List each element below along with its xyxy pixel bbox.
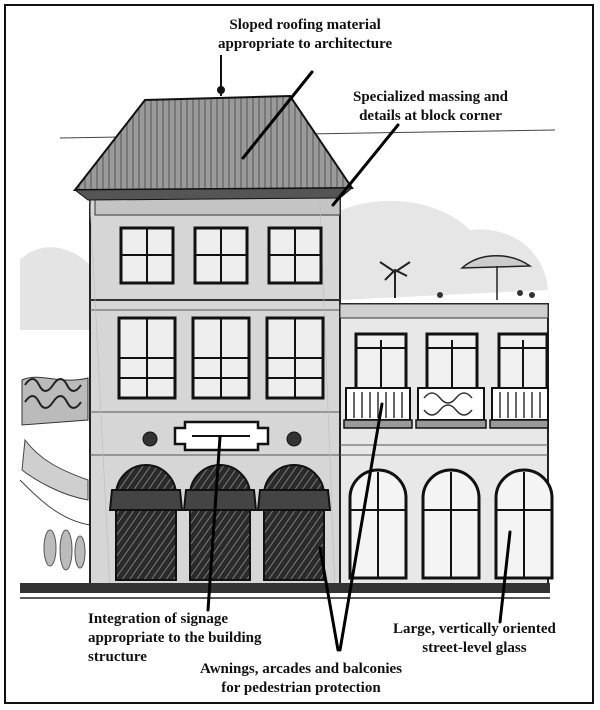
annotation-massing: Specialized massing and details at block… [353,88,508,126]
sidewalk [20,583,550,598]
sloped-roof [75,55,352,200]
leader-massing [333,125,398,205]
signage-line-1: Integration of signage [88,610,262,629]
annotation-roofing: Sloped roofing material appropriate to a… [218,16,392,54]
awnings-line-2: for pedestrian protection [200,679,402,698]
signage-line-2: appropriate to the building [88,629,262,648]
balconies [344,388,548,428]
glass-line-1: Large, vertically oriented [393,620,556,639]
massing-line-2: details at block corner [353,107,508,126]
annotation-awnings: Awnings, arcades and balconies for pedes… [200,660,402,698]
roofing-line-1: Sloped roofing material [218,16,392,35]
awnings-line-1: Awnings, arcades and balconies [200,660,402,679]
roofing-line-2: appropriate to architecture [218,35,392,54]
glass-line-2: street-level glass [393,639,556,658]
annotation-glass: Large, vertically oriented street-level … [393,620,556,658]
tower-awnings [110,490,330,510]
building-sign [175,422,268,450]
tower-arcade [116,465,324,580]
annotation-signage: Integration of signage appropriate to th… [88,610,262,667]
massing-line-1: Specialized massing and [353,88,508,107]
